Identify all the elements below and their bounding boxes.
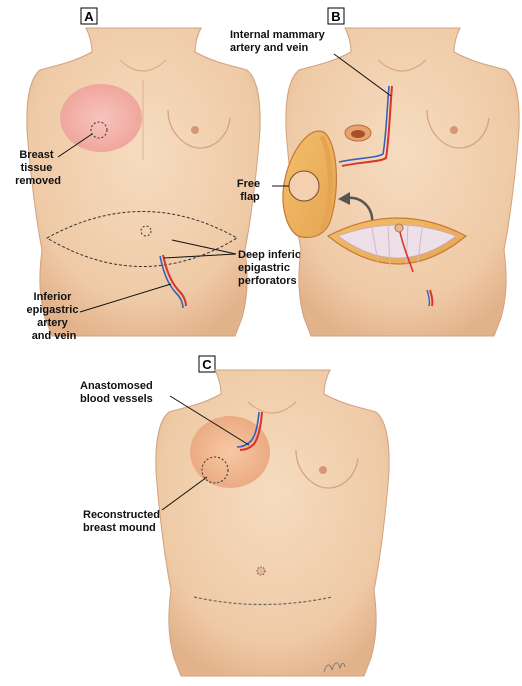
right-nipple-a xyxy=(191,126,199,134)
epigastric-vein-stump-b xyxy=(426,289,431,307)
torso-b xyxy=(285,27,520,337)
panel-a: A Breast tissue removed Deep inferior ep… xyxy=(15,7,309,342)
epigastric-artery-a xyxy=(162,254,187,307)
artist-signature xyxy=(323,662,346,673)
epigastric-vein-a xyxy=(159,255,184,309)
panel-c-letter: C xyxy=(202,357,212,372)
label-free-flap: Free flap xyxy=(237,178,263,203)
neck-shadow-b xyxy=(377,59,427,72)
leader-epigastric-artery xyxy=(79,283,172,313)
left-breast-b xyxy=(426,109,490,149)
label-deep-inferior-epigastric-perforators: Deep inferior epigastric perforators xyxy=(238,249,309,287)
abdominal-scar-c xyxy=(193,596,333,606)
panel-b-letter: B xyxy=(331,9,340,24)
lens-incision-a xyxy=(45,211,238,267)
panel-b: B Internal mammary artery and vein Free … xyxy=(230,7,520,337)
mammary-artery-b xyxy=(341,85,393,167)
leader-perforators-2 xyxy=(163,253,237,259)
mammary-vein-b xyxy=(338,85,390,163)
chest-wound-inner-b xyxy=(351,130,365,138)
epigastric-artery-b xyxy=(399,231,414,273)
panel-a-letter: A xyxy=(84,9,94,24)
anastomosis-artery-c xyxy=(239,411,263,451)
leader-anastomosed-vessels xyxy=(169,395,250,446)
torso-c xyxy=(155,369,390,677)
label-internal-mammary-artery-and-vein: Internal mammary artery and vein xyxy=(230,29,328,54)
reconstructed-mound-shape xyxy=(190,416,270,488)
muscle-fibers xyxy=(371,223,423,269)
label-inferior-epigastric-artery-and-vein: Inferior epigastric artery and vein xyxy=(26,291,81,342)
label-anastomosed-blood-vessels: Anastomosed blood vessels xyxy=(80,380,156,405)
panel-a-letter-box xyxy=(80,7,98,25)
umbilicus-a xyxy=(140,225,152,237)
transfer-arrow-head xyxy=(338,192,350,205)
neck-shadow-a xyxy=(119,59,167,72)
right-breast-a xyxy=(167,109,231,149)
breast-tissue-removed-area xyxy=(60,84,142,152)
abdominal-muscle-exposed xyxy=(337,224,457,259)
free-flap-edge xyxy=(319,135,333,231)
panel-c-letter-box xyxy=(198,355,216,373)
free-flap-island xyxy=(288,170,320,202)
breast-tissue-removed-marker xyxy=(90,121,108,139)
leader-internal-mammary xyxy=(333,53,392,97)
leader-perforators-1 xyxy=(171,239,237,255)
epigastric-artery-stump-b xyxy=(429,289,434,307)
torso-a xyxy=(26,27,261,337)
umbilicus-c xyxy=(256,566,266,576)
label-breast-tissue-removed: Breast tissue removed xyxy=(15,149,61,187)
right-breast-c xyxy=(295,449,359,489)
leader-reconstructed-mound xyxy=(161,476,208,511)
left-nipple-b xyxy=(450,126,458,134)
panel-b-letter-box xyxy=(327,7,345,25)
reconstructed-mound-marker xyxy=(201,456,229,484)
umbilicus-b xyxy=(394,223,404,233)
panel-c: C Anastomosed blood vessels Reconstructe… xyxy=(80,355,390,677)
leader-breast-tissue xyxy=(57,133,93,158)
label-reconstructed-breast-mound: Reconstructed breast mound xyxy=(83,509,163,534)
neck-shadow-c xyxy=(247,401,297,414)
right-nipple-c xyxy=(319,466,327,474)
anastomosis-vein-c xyxy=(236,411,260,448)
